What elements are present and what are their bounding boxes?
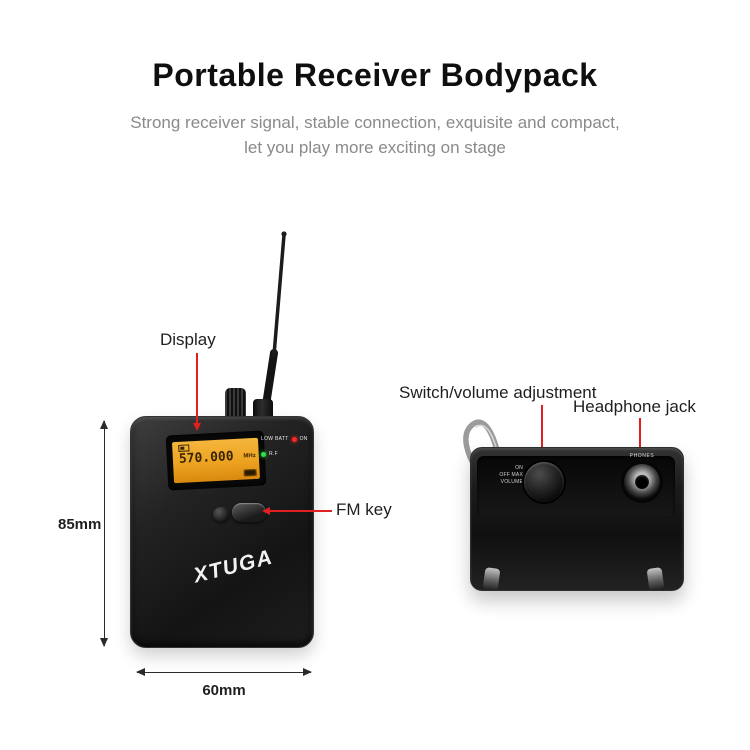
antenna-base [253,399,273,418]
clip-foot-left [482,567,501,591]
switch-volume-callout-label: Switch/volume adjustment [399,383,597,402]
lcd-unit: MHz [243,452,256,460]
fm-key-arrowhead-icon [262,507,270,515]
volume-marking-on: ON [515,465,523,471]
fm-key-button [232,503,266,522]
headphone-jack-port [624,464,660,500]
volume-marking-volume: VOLUME [500,479,523,485]
rf-label: R.F [269,451,278,457]
display-callout-label: Display [160,330,216,349]
low-batt-row: LOW BATT ON [261,436,311,442]
low-batt-led-icon [291,436,297,442]
arrow-left-icon [136,668,145,676]
volume-knob [524,462,564,502]
brand-logo: XTUGA [191,545,276,588]
volume-marking-offmax: OFF MAX [499,472,523,478]
headphone-jack-pointer-line [636,418,644,456]
receiver-front-view: 570.000 MHz LOW BATT ON R.F XTUGA [130,416,314,648]
led-indicators: LOW BATT ON R.F [261,436,311,466]
arrow-right-icon [303,668,312,676]
arrow-down-icon [100,638,108,647]
headphone-jack-callout-label: Headphone jack [573,397,696,416]
rf-led-icon [261,451,266,457]
phones-label: PHONES [629,453,655,459]
clip-foot-right [646,567,665,591]
top-volume-knob [225,388,246,418]
rf-row: R.F [261,451,311,457]
width-dimension-line [136,668,312,676]
width-dimension-label: 60mm [202,682,246,699]
lcd-indicator-block [243,468,257,477]
lcd-screen: 570.000 MHz [171,437,261,484]
subtitle-line-2: let you play more exciting on stage [244,138,506,157]
fm-key-pointer-line [262,507,332,515]
page-title: Portable Receiver Bodypack [152,57,598,93]
lcd-window: 570.000 MHz [165,430,267,491]
lcd-frequency: 570.000 [178,449,235,467]
fm-key-callout-label: FM key [336,500,392,519]
arrow-up-icon [100,420,108,429]
receiver-top-view: ON OFF MAX VOLUME PHONES [470,447,684,591]
low-batt-state: ON [299,436,308,442]
low-batt-label: LOW BATT [261,436,289,442]
subtitle-line-1: Strong receiver signal, stable connectio… [130,113,620,132]
power-button [213,507,229,522]
page-subtitle: Strong receiver signal, stable connectio… [0,110,750,160]
display-arrowhead-icon [193,423,201,431]
height-dimension-label: 85mm [58,516,102,533]
display-pointer-line [193,353,201,431]
volume-markings: ON OFF MAX VOLUME [493,465,523,486]
height-dimension-line [100,420,108,647]
switch-volume-pointer-line [538,405,546,461]
